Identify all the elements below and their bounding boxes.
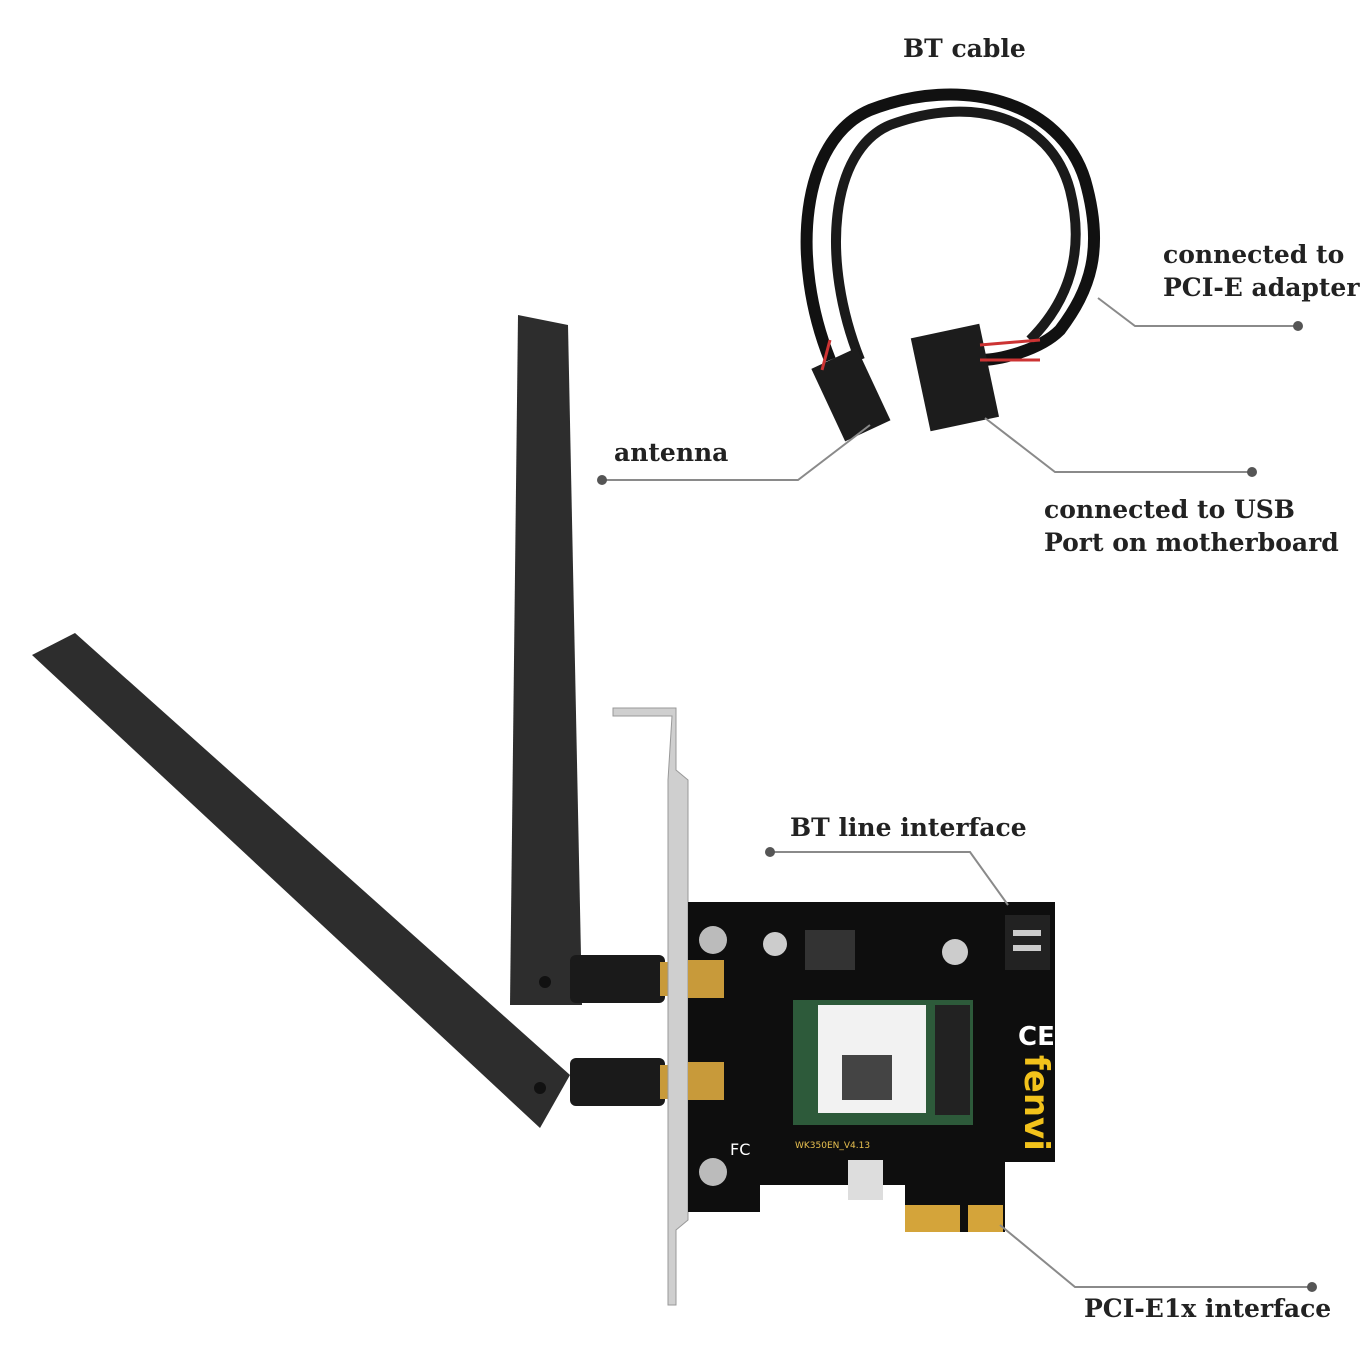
label-antenna: antenna (614, 438, 729, 467)
pci-bracket (612, 707, 689, 1306)
fc-mark: FC (730, 1140, 750, 1159)
ce-mark: CE (1018, 1022, 1055, 1052)
pcie-board: CE fenvi FC WK350EN_V4.13 (688, 902, 1056, 1232)
model-text: WK350EN_V4.13 (795, 1141, 870, 1151)
cable-connector-small (811, 347, 891, 442)
label-bt-line-interface: BT line interface (790, 813, 1027, 842)
label-line: connected to USB (1044, 495, 1295, 524)
label-line: Port on motherboard (1044, 528, 1339, 557)
bt-header (1005, 915, 1050, 970)
pcie-contacts (905, 1205, 960, 1232)
label-pcie-adapter: connected to PCI-E adapter (1163, 238, 1360, 304)
label-pcie-interface: PCI-E1x interface (1084, 1294, 1332, 1323)
antenna-tilted (32, 633, 672, 1128)
brand-logo: fenvi (1016, 1055, 1056, 1151)
label-line: PCI-E adapter (1163, 273, 1360, 302)
bt-cable (800, 88, 1101, 442)
antenna-upright (510, 315, 672, 1005)
cable-connector-usb (910, 323, 1000, 432)
label-line: connected to (1163, 240, 1345, 269)
leader-lines (602, 297, 1312, 1288)
label-bt-cable: BT cable (903, 34, 1026, 63)
label-usb-port: connected to USB Port on motherboard (1044, 493, 1339, 559)
